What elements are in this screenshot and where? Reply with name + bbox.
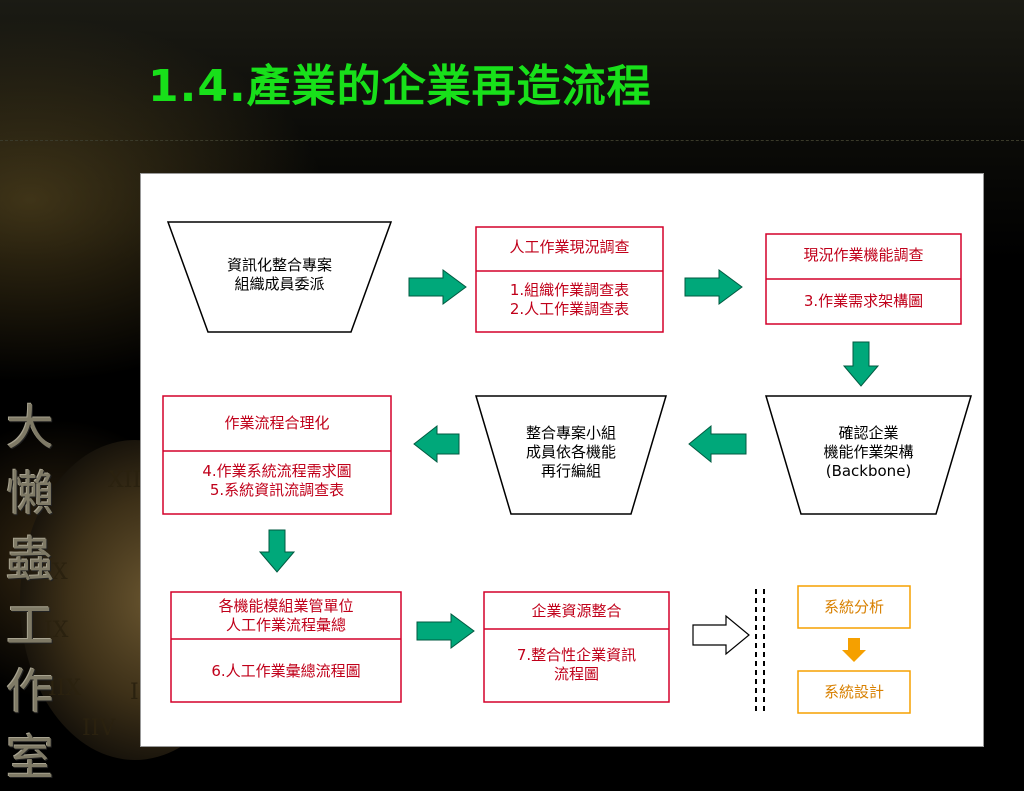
arrow-right-n2-n3 bbox=[684, 269, 743, 305]
arrow-left-n4-n5 bbox=[688, 424, 747, 464]
node-n8-item-2: 流程圖 bbox=[553, 665, 599, 683]
node-n4-line-1: 確認企業 bbox=[838, 424, 899, 442]
node-n3-body: 3.作業需求架構圖 bbox=[803, 292, 924, 310]
node-n1-label: 資訊化整合專案 組織成員委派 bbox=[188, 256, 371, 294]
arrow-right-n1-n2 bbox=[408, 269, 467, 305]
node-n6-body: 4.作業系統流程需求圖 5.系統資訊流調查表 bbox=[163, 462, 391, 500]
node-n9-label: 系統分析 bbox=[823, 598, 884, 616]
slide-title: 1.4.產業的企業再造流程 bbox=[148, 61, 652, 112]
orange-down-arrow bbox=[842, 638, 866, 662]
node-n8-item-1: 7.整合性企業資訊 bbox=[516, 646, 637, 664]
flowchart-panel: 資訊化整合專案 組織成員委派 人工作業現況調查 1.組織作業調查表 2.人工作業… bbox=[140, 173, 984, 747]
funnel-shape-n4 bbox=[764, 395, 973, 515]
arrow-down-n6-n7 bbox=[258, 529, 296, 573]
title-divider bbox=[0, 140, 1024, 141]
box-n10 bbox=[797, 670, 911, 714]
clock-numeral: IIX bbox=[48, 676, 82, 701]
arrow-left-n5-n6 bbox=[413, 424, 460, 464]
node-n5-label: 整合專案小組 成員依各機能 再行編組 bbox=[491, 424, 651, 481]
hollow-arrow-right bbox=[692, 614, 750, 656]
clock-numeral: IIV bbox=[82, 716, 116, 741]
node-n4-label: 確認企業 機能作業架構 (Backbone) bbox=[781, 424, 956, 481]
node-n2-body: 1.組織作業調查表 2.人工作業調查表 bbox=[476, 281, 663, 319]
arrow-right-n7-n8 bbox=[416, 613, 475, 649]
arrow-down-n3-n4 bbox=[842, 341, 880, 387]
box-n7 bbox=[170, 591, 402, 703]
node-n5-line-3: 再行編組 bbox=[540, 462, 601, 480]
node-n1-line-1: 資訊化整合專案 bbox=[226, 256, 332, 274]
node-n7-line-1: 各機能模組業管單位 bbox=[218, 597, 354, 615]
node-n7-line-2: 人工作業流程彙總 bbox=[225, 616, 346, 634]
clock-numeral: X bbox=[52, 560, 68, 585]
node-n2-item-2: 2.人工作業調查表 bbox=[509, 300, 630, 318]
node-n6-item-1: 4.作業系統流程需求圖 bbox=[202, 462, 352, 480]
studio-logo-vertical: 大 懶 蟲 工 作 室 bbox=[2, 395, 58, 791]
node-n1-line-2: 組織成員委派 bbox=[234, 275, 325, 293]
logo-char: 工 bbox=[5, 598, 54, 654]
clock-numeral: XII bbox=[108, 468, 142, 493]
funnel-shape-n1 bbox=[166, 221, 393, 333]
node-n5-line-1: 整合專案小組 bbox=[525, 424, 616, 442]
node-n8-header: 企業資源整合 bbox=[531, 602, 622, 620]
node-n8-body: 7.整合性企業資訊 流程圖 bbox=[484, 646, 669, 684]
box-n2 bbox=[475, 226, 664, 333]
node-n10-label: 系統設計 bbox=[823, 683, 884, 701]
node-n4-line-3: (Backbone) bbox=[825, 462, 912, 480]
node-n6-header: 作業流程合理化 bbox=[224, 414, 330, 432]
node-n2-item-1: 1.組織作業調查表 bbox=[509, 281, 630, 299]
node-n7-header: 各機能模組業管單位 人工作業流程彙總 bbox=[171, 597, 401, 635]
clock-numeral: IX bbox=[44, 618, 69, 643]
node-n4-line-2: 機能作業架構 bbox=[823, 443, 914, 461]
box-n9 bbox=[797, 585, 911, 629]
logo-char: 懶 bbox=[5, 466, 54, 522]
box-n8 bbox=[483, 591, 670, 703]
node-n5-line-2: 成員依各機能 bbox=[525, 443, 616, 461]
box-n6 bbox=[162, 395, 392, 515]
logo-char: 蟲 bbox=[5, 532, 54, 588]
flowchart-shapes bbox=[162, 221, 973, 714]
logo-char: 大 bbox=[5, 400, 54, 456]
node-n3-header: 現況作業機能調查 bbox=[803, 246, 924, 264]
logo-char: 室 bbox=[5, 730, 54, 786]
node-n6-item-2: 5.系統資訊流調查表 bbox=[209, 481, 345, 499]
node-n7-body: 6.人工作業彙總流程圖 bbox=[211, 662, 361, 680]
logo-char: 作 bbox=[5, 664, 54, 720]
node-n2-header: 人工作業現況調查 bbox=[509, 238, 630, 256]
funnel-shape-n5 bbox=[474, 395, 668, 515]
